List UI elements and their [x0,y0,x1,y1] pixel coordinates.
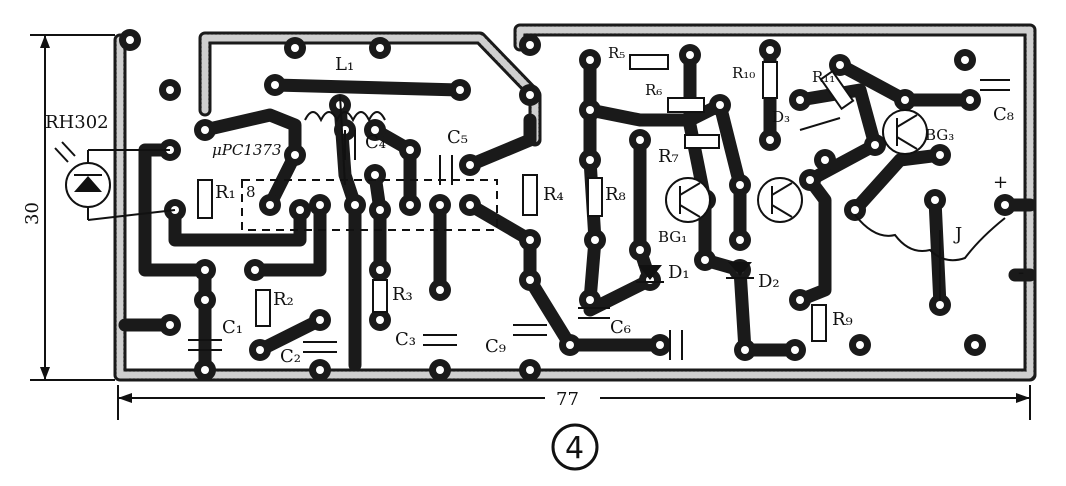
inductor-l1 [304,94,386,186]
label-minus: - [1018,262,1024,283]
label-r2: R₂ [273,289,294,310]
label-r3: R₃ [392,284,413,305]
label-r1: R₁ [215,182,236,203]
label-c6: C₆ [610,317,631,338]
label-c3: C₃ [395,329,416,350]
capacitor-c9 [513,324,547,336]
label-d1: D₁ [668,262,690,283]
label-c1: C₁ [222,317,243,338]
label-c8: C₈ [993,104,1014,125]
figure-number-label: 4 [565,431,584,466]
resistor-r11-body [819,69,855,111]
capacitor-c3 [423,334,457,346]
jack-j [854,214,1006,300]
diode-d2 [726,262,754,279]
ic-pin8-label: 8 [246,183,256,201]
photodiode-sensor [54,141,176,221]
capacitor-c5 [439,155,453,185]
label-r8: R₈ [605,184,626,205]
figure-number: 4 [551,423,599,471]
transistor-bg3 [882,109,928,155]
label-bg3: BG₃ [925,126,954,144]
resistor-r1-body [197,179,213,219]
label-r4: R₄ [543,184,564,205]
labels: 30 77 RH302 μPC1373 8 L₁ R₁ R₂ R₃ R₄ R₅ … [22,44,1024,410]
label-c5: C₅ [447,127,468,148]
label-r11: R₁₁ [812,68,835,86]
diode-d1 [636,265,664,283]
label-c2: C₂ [280,346,301,367]
resistor-r4-body [522,174,538,216]
capacitor-c6 [578,307,610,319]
label-r10: R₁₀ [732,64,755,82]
resistor-r2-body [255,289,271,327]
component-bodies [54,54,1010,360]
resistor-r8-body [587,177,603,217]
transistor-bg1 [665,177,711,223]
label-l1: L₁ [335,54,354,75]
capacitor-c7 [669,330,683,360]
solder-pads [119,29,1016,381]
resistor-r6-body [667,97,705,113]
label-c9: C₉ [485,336,506,357]
resistor-r3-body [372,279,388,313]
dim-height-label: 30 [22,202,43,225]
label-r9: R₉ [832,309,853,330]
label-plus: + [993,172,1008,193]
label-d2: D₂ [758,271,780,292]
transistor-bg2 [757,177,803,223]
label-j: J [953,224,962,245]
resistor-r9-body [811,304,827,342]
label-r5: R₅ [608,44,625,62]
ic-outline [241,179,498,231]
resistor-r7-body [684,134,720,149]
sensor-label: RH302 [45,112,109,133]
capacitor-c8 [980,79,1010,91]
capacitor-c4 [344,130,356,160]
capacitor-c1 [188,339,222,351]
ic-label: μPC1373 [212,141,282,159]
dim-width-label: 77 [556,389,579,410]
label-r7: R₇ [658,146,679,167]
resistor-r10-body [762,61,778,99]
dimension-lines [30,34,1031,420]
diode-d3 [799,117,841,131]
label-bg1: BG₁ [658,228,687,246]
label-r6: R₆ [645,81,662,99]
label-c4: C₄ [365,132,386,153]
label-d3: D₃ [772,108,790,126]
resistor-r5-body [629,54,669,70]
capacitor-c2 [303,341,337,353]
